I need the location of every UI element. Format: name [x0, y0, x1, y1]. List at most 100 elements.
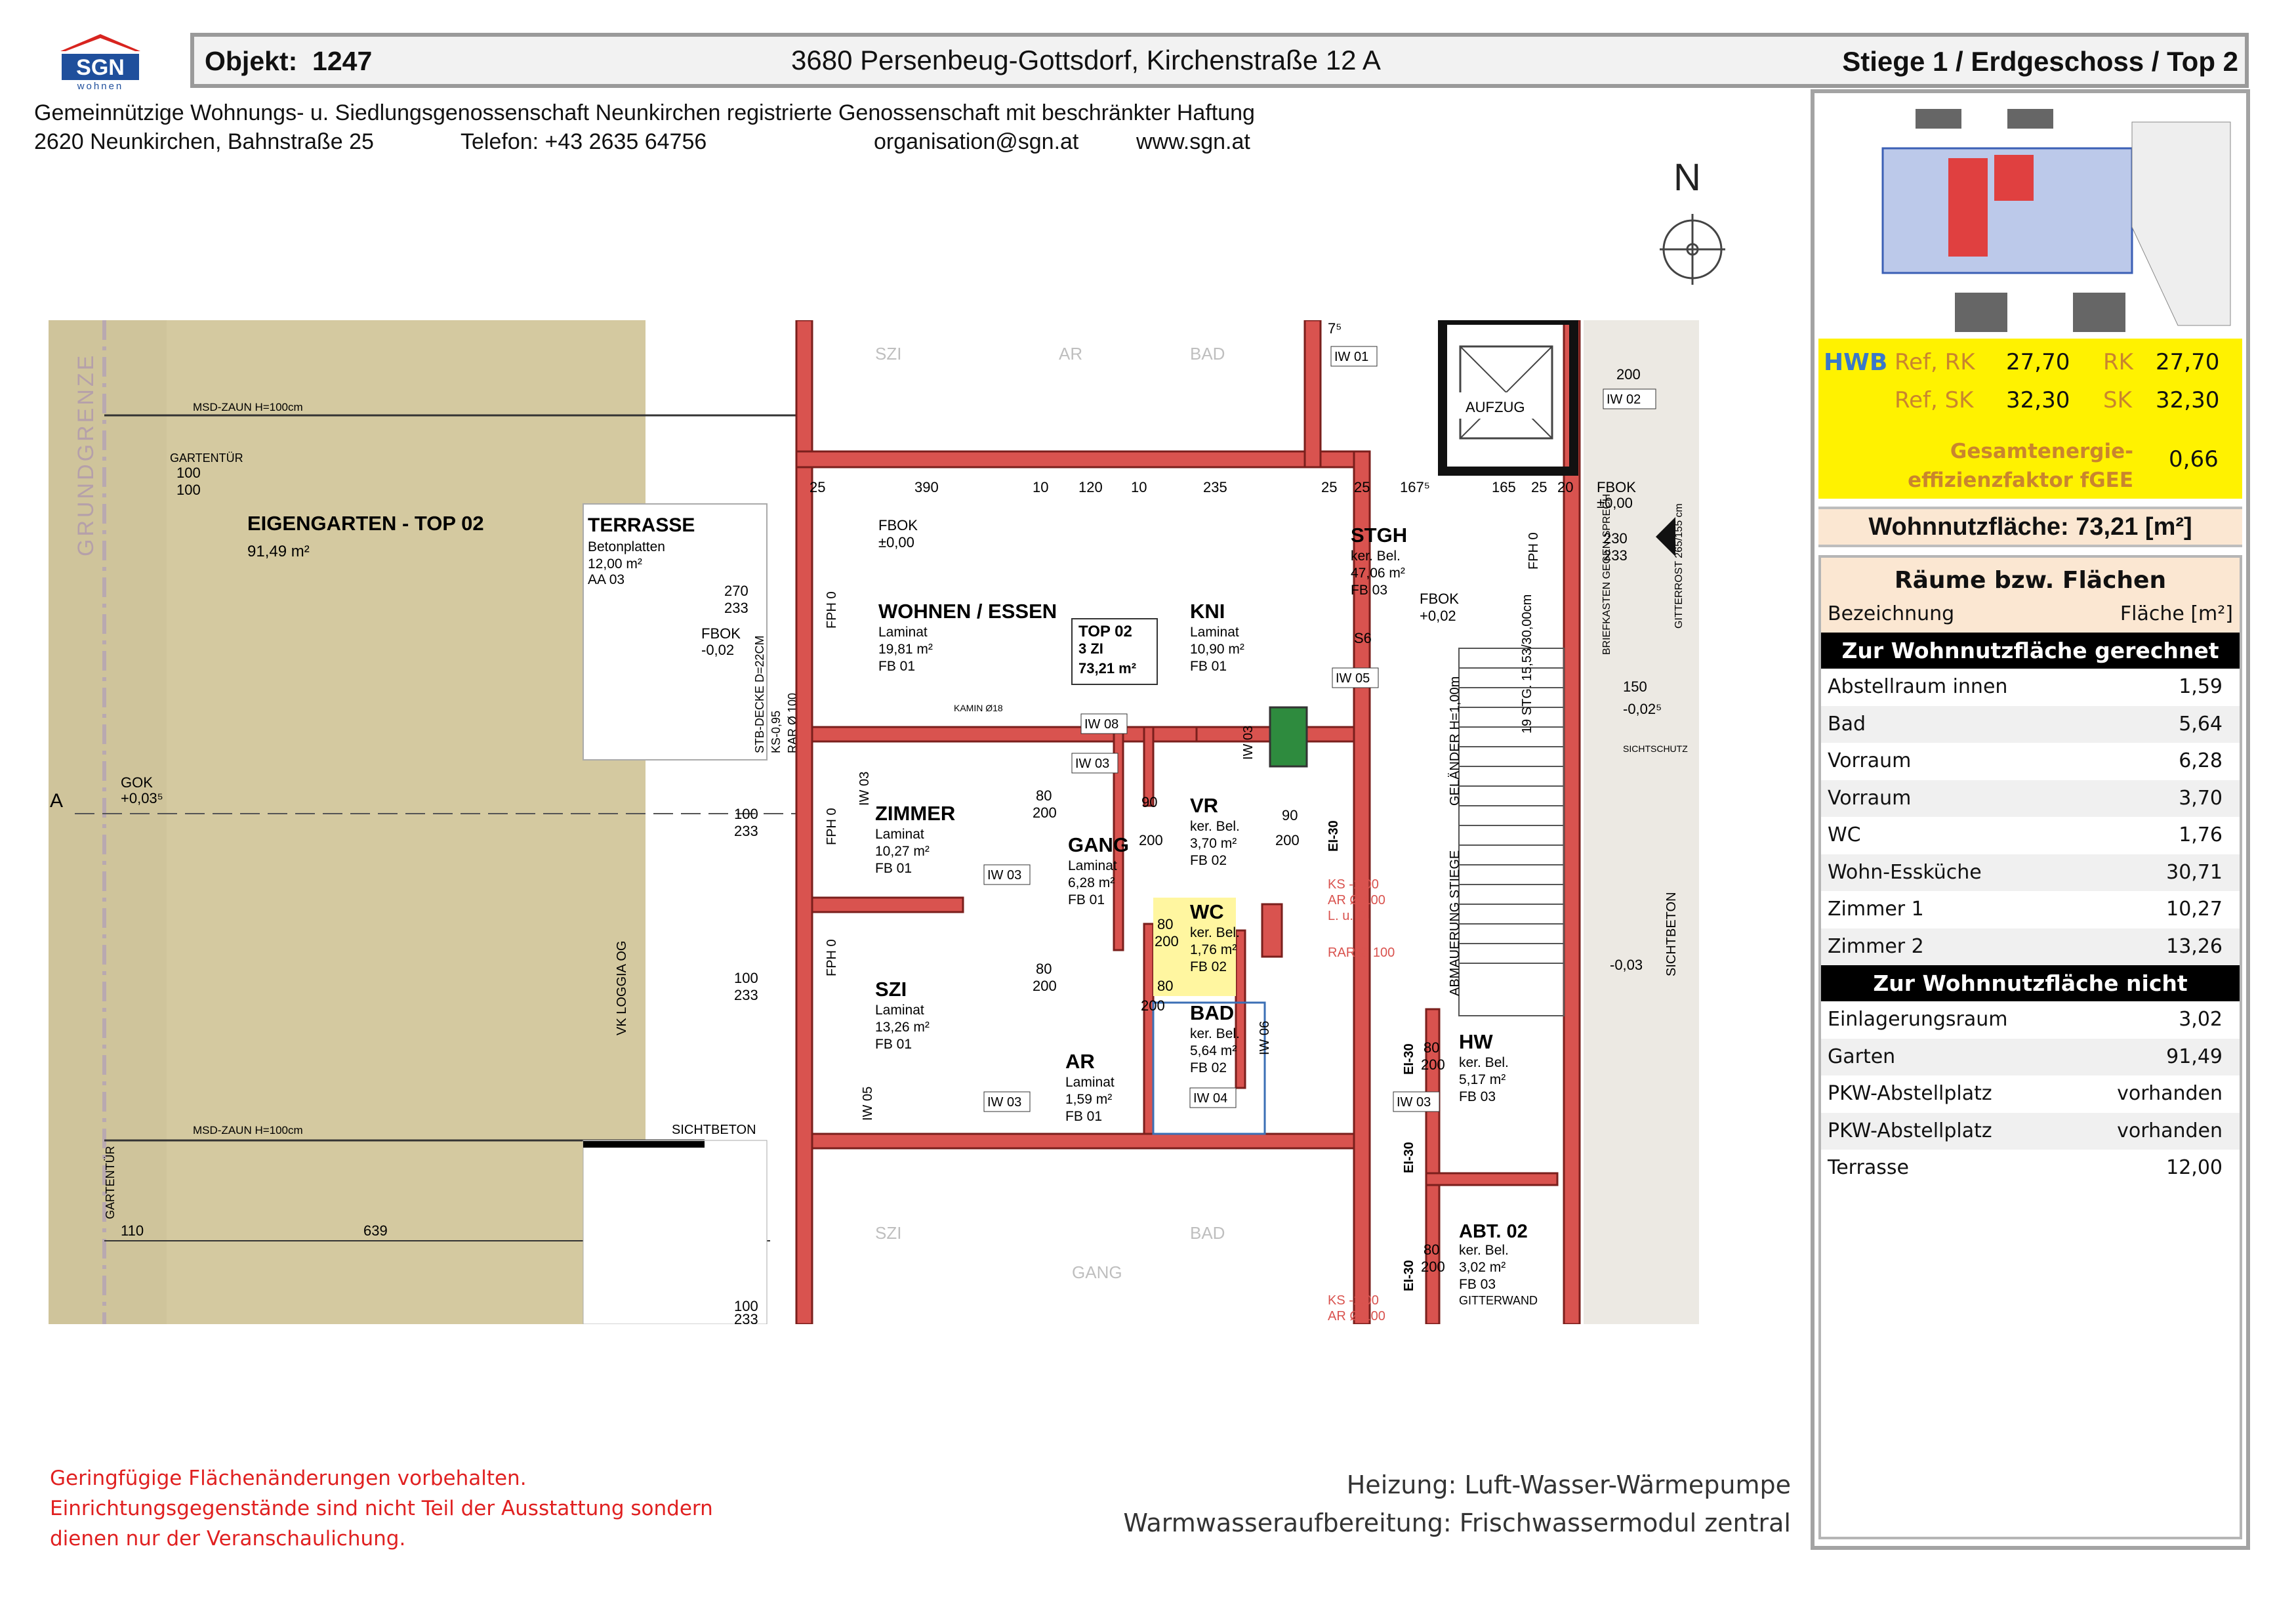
svg-text:ker. Bel.: ker. Bel.	[1190, 925, 1240, 940]
unit-label: Stiege 1 / Erdgeschoss / Top 2	[1842, 46, 2238, 77]
svg-text:200: 200	[1139, 832, 1163, 848]
svg-text:5,64 m²: 5,64 m²	[1190, 1043, 1237, 1058]
gartentuer-dim: 100	[176, 465, 201, 481]
north-label: N	[1673, 156, 1701, 199]
terrace-material: Betonplatten	[588, 539, 665, 554]
north-arrow-icon: N	[1660, 156, 1725, 285]
garden-area-value: 91,49 m²	[247, 543, 310, 560]
room-area: vorhanden	[2117, 1119, 2223, 1142]
svg-text:Laminat: Laminat	[875, 827, 924, 842]
svg-text:IW 01: IW 01	[1334, 350, 1368, 364]
loggia-label: VK LOGGIA OG	[615, 941, 629, 1036]
room-gang: GANG Laminat 6,28 m² FB 01	[1068, 833, 1129, 907]
svg-text:FBOK: FBOK	[878, 517, 918, 533]
svg-text:200: 200	[1421, 1056, 1445, 1073]
terrace-dim: 270	[724, 583, 748, 599]
floor-plan: GRUNDGRENZE MSD-ZAUN H=100cm MSD-ZAUN H=…	[49, 320, 1699, 1324]
grundgrenze-label: GRUNDGRENZE	[73, 353, 98, 556]
svg-text:200: 200	[1155, 933, 1179, 949]
svg-text:ker. Bel.: ker. Bel.	[1459, 1055, 1509, 1070]
svg-text:ABT. 02: ABT. 02	[1459, 1221, 1528, 1242]
dim-bottom: 639	[363, 1222, 388, 1239]
rk-value: 27,70	[2156, 349, 2220, 375]
svg-text:EI-30: EI-30	[1326, 820, 1341, 852]
company-info: Gemeinnützige Wohnungs- u. Siedlungsgeno…	[34, 98, 1255, 156]
sk-label: SK	[2103, 387, 2132, 413]
stb-decke-label: STB-DECKE D=22CM	[753, 635, 766, 753]
svg-text:GANG: GANG	[1072, 1262, 1122, 1282]
room-stgh: STGH ker. Bel. 47,06 m² FB 03	[1351, 524, 1407, 598]
svg-text:FB 02: FB 02	[1190, 1060, 1227, 1075]
svg-text:SZI: SZI	[875, 344, 901, 364]
svg-text:IW 03: IW 03	[857, 772, 872, 806]
object-number: 1247	[312, 46, 373, 76]
room-area: 1,76	[2179, 823, 2223, 846]
room-area: 3,70	[2179, 786, 2223, 810]
svg-text:AR: AR	[1059, 344, 1082, 364]
room-name: Vorraum	[1828, 749, 1912, 772]
table-row: WC 1,76	[1821, 817, 2240, 854]
svg-text:WOHNEN / ESSEN: WOHNEN / ESSEN	[878, 600, 1057, 623]
window-dim: 233	[734, 1311, 758, 1324]
svg-text:80: 80	[1157, 978, 1173, 994]
svg-text:IW 03: IW 03	[987, 1095, 1021, 1110]
room-name: Einlagerungsraum	[1828, 1008, 2008, 1031]
svg-text:SZI: SZI	[875, 978, 907, 1001]
room-wohnen: WOHNEN / ESSEN Laminat 19,81 m² FB 01	[878, 600, 1057, 674]
sichtbeton-right-label: SICHTBETON	[1664, 892, 1679, 976]
svg-text:IW 03: IW 03	[987, 868, 1021, 883]
svg-text:-0,03: -0,03	[1610, 957, 1643, 973]
ei30-labels: EI-30 EI-30 EI-30 EI-30	[1326, 820, 1416, 1291]
room-name: Zimmer 1	[1828, 898, 1924, 921]
gitterrost-label: GITTERROST 265/155 cm	[1673, 503, 1685, 629]
abmauerung-label: ABMAUERUNG STIEGE	[1448, 850, 1462, 996]
room-name: Wohn-Essküche	[1828, 860, 1982, 884]
gegensprech-label: BRIEFKASTEN GEGEN-SPRECH	[1601, 494, 1612, 655]
svg-text:FB 01: FB 01	[1065, 1109, 1102, 1124]
svg-text:167⁵: 167⁵	[1400, 479, 1430, 495]
svg-text:20: 20	[1557, 479, 1573, 495]
svg-text:FBOK: FBOK	[1597, 479, 1636, 495]
room-hw: HW ker. Bel. 5,17 m² FB 03	[1459, 1030, 1509, 1104]
fence-top-label: MSD-ZAUN H=100cm	[193, 401, 303, 413]
sichtschutz-label: SICHTSCHUTZ	[1623, 743, 1688, 754]
logo-sub: wohnen	[77, 81, 124, 92]
walls	[795, 320, 1581, 1324]
gok-value: +0,03⁵	[121, 790, 163, 806]
svg-text:3 ZI: 3 ZI	[1078, 640, 1103, 657]
elevator-shaft	[1438, 320, 1578, 476]
ref-rk-label: Ref, RK	[1895, 349, 1975, 375]
svg-text:ZIMMER: ZIMMER	[875, 802, 955, 825]
room-ar: AR Laminat 1,59 m² FB 01	[1065, 1050, 1115, 1124]
garden-title: EIGENGARTEN - TOP 02	[247, 512, 484, 535]
svg-text:FB 01: FB 01	[878, 659, 915, 674]
svg-text:73,21 m²: 73,21 m²	[1078, 660, 1136, 677]
ks-label: KS-0,95	[769, 711, 783, 753]
wc-highlight	[1153, 898, 1236, 996]
rk-label: RK	[2103, 349, 2133, 375]
fbok-right: FBOK ±0,00	[1597, 479, 1636, 511]
svg-text:FPH 0: FPH 0	[1527, 532, 1541, 570]
svg-text:200: 200	[1141, 997, 1165, 1014]
room-name: Bad	[1828, 712, 1866, 736]
hwb-label: HWB	[1824, 349, 1888, 376]
terrace-name: TERRASSE	[588, 514, 695, 536]
sk-value: 32,30	[2156, 387, 2220, 413]
svg-text:KNI: KNI	[1190, 600, 1225, 623]
svg-text:200: 200	[1033, 804, 1057, 821]
svg-text:233: 233	[1603, 547, 1628, 564]
svg-text:IW 08: IW 08	[1084, 717, 1118, 732]
gok-label: GOK	[121, 774, 153, 791]
company-street: 2620 Neunkirchen, Bahnstraße 25	[34, 129, 374, 154]
svg-text:BAD: BAD	[1190, 344, 1225, 364]
axis-a-label: A	[50, 790, 63, 812]
room-vr: VR ker. Bel. 3,70 m² FB 02	[1190, 794, 1240, 868]
room-name: WC	[1828, 823, 1861, 846]
svg-text:235: 235	[1203, 479, 1227, 495]
svg-text:RAR Ø 100: RAR Ø 100	[1328, 946, 1395, 960]
svg-text:200: 200	[1421, 1259, 1445, 1275]
